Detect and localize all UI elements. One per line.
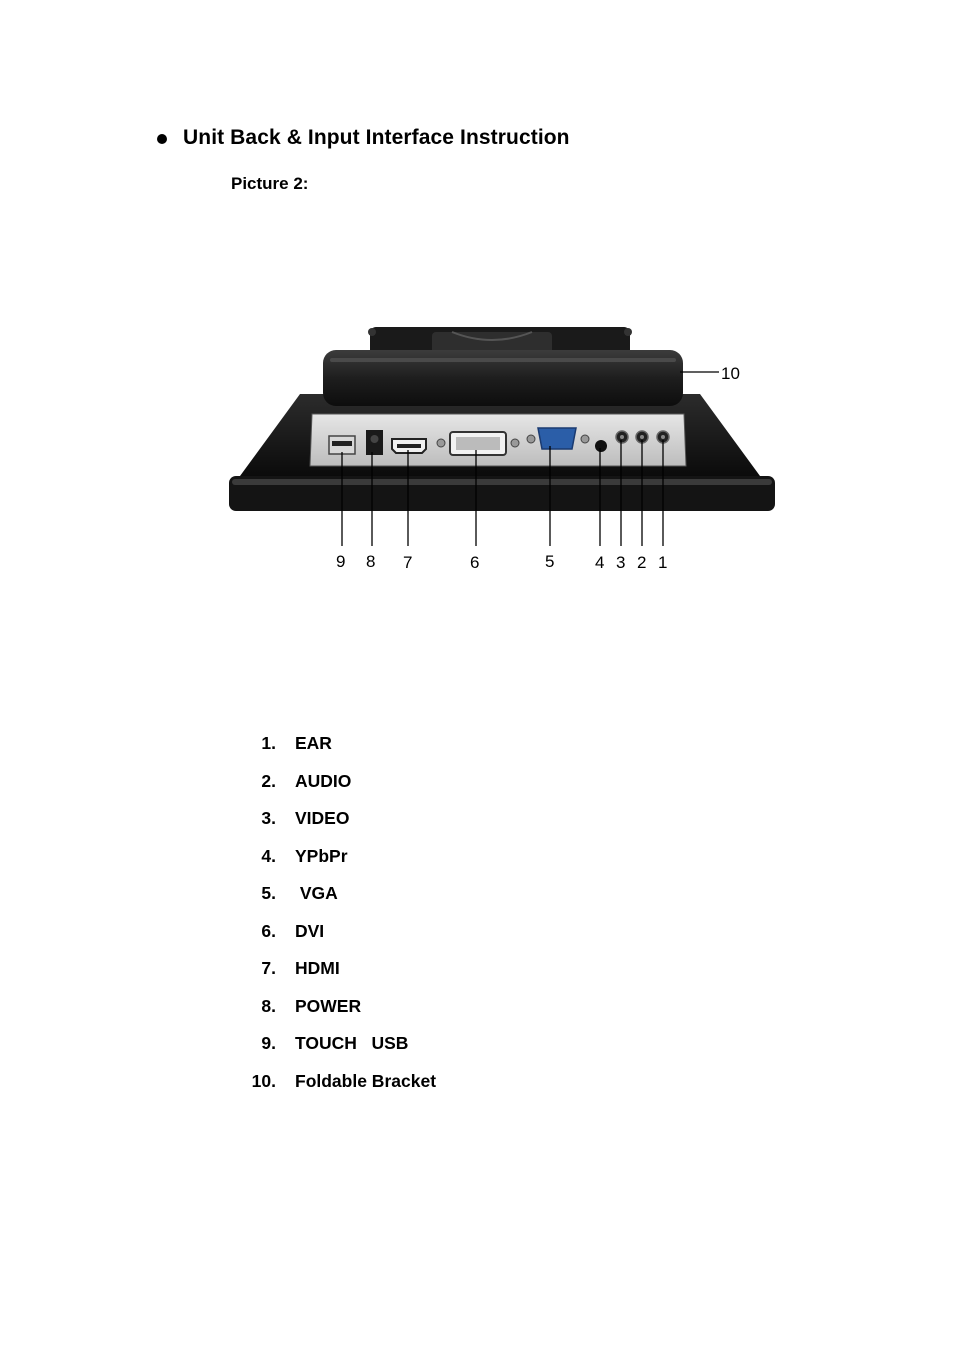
section-heading: Unit Back & Input Interface Instruction [157,126,570,150]
callout-lines [341,371,719,546]
callout-10: 10 [721,364,740,383]
callout-8: 8 [366,552,375,571]
monitor-back-illustration: 9 8 7 6 5 4 3 2 1 10 [229,327,775,572]
list-item-label: Foldable Bracket [295,1071,437,1091]
callout-6: 6 [470,553,479,572]
callout-5: 5 [545,552,554,571]
list-item-label: YPbPr [295,846,348,866]
list-item-number: 3. [261,808,276,828]
list-item-label: POWER [295,996,362,1016]
callout-9: 9 [336,552,345,571]
list-item-number: 5. [261,883,276,903]
list-item-number: 8. [261,996,276,1016]
list-item-label: EAR [295,733,332,753]
monitor-back-figure: 9 8 7 6 5 4 3 2 1 10 [220,318,790,578]
list-item: 10. Foldable Bracket [0,1071,954,1097]
list-item-number: 6. [261,921,276,941]
list-item: 5. VGA [0,883,954,909]
list-item: 2. AUDIO [0,771,954,797]
list-item: 8. POWER [0,996,954,1022]
list-item-number: 1. [261,733,276,753]
list-item: 3. VIDEO [0,808,954,834]
ypbpr-port [595,440,607,452]
touch-usb-port [328,435,356,455]
list-item: 1. EAR [0,733,954,759]
power-port [366,430,383,455]
callout-2: 2 [637,553,646,572]
list-item-number: 9. [261,1033,276,1053]
list-item-label: TOUCH USB [295,1033,409,1053]
list-item: 9. TOUCH USB [0,1033,954,1059]
figure-caption: Picture 2: [231,174,309,193]
list-item-number: 7. [261,958,276,978]
list-item: 6. DVI [0,921,954,947]
list-item-label: AUDIO [295,771,352,791]
vga-port [526,427,590,450]
list-item: 4. YPbPr [0,846,954,872]
hdmi-port [391,438,427,454]
list-item: 7. HDMI [0,958,954,984]
list-item-label: DVI [295,921,325,941]
list-item-label: VGA [295,883,338,903]
video-port [615,430,629,444]
callout-1: 1 [658,553,667,572]
callout-4: 4 [595,553,604,572]
section-title: Unit Back & Input Interface Instruction [183,126,570,149]
list-item-number: 4. [261,846,276,866]
bullet-icon [157,134,167,144]
list-item-label: HDMI [295,958,340,978]
callout-7: 7 [403,553,412,572]
list-item-label: VIDEO [295,808,350,828]
dvi-port [436,431,520,456]
list-item-number: 10. [251,1071,276,1091]
callout-3: 3 [616,553,625,572]
foldable-bracket [323,327,683,406]
list-item-number: 2. [261,771,276,791]
